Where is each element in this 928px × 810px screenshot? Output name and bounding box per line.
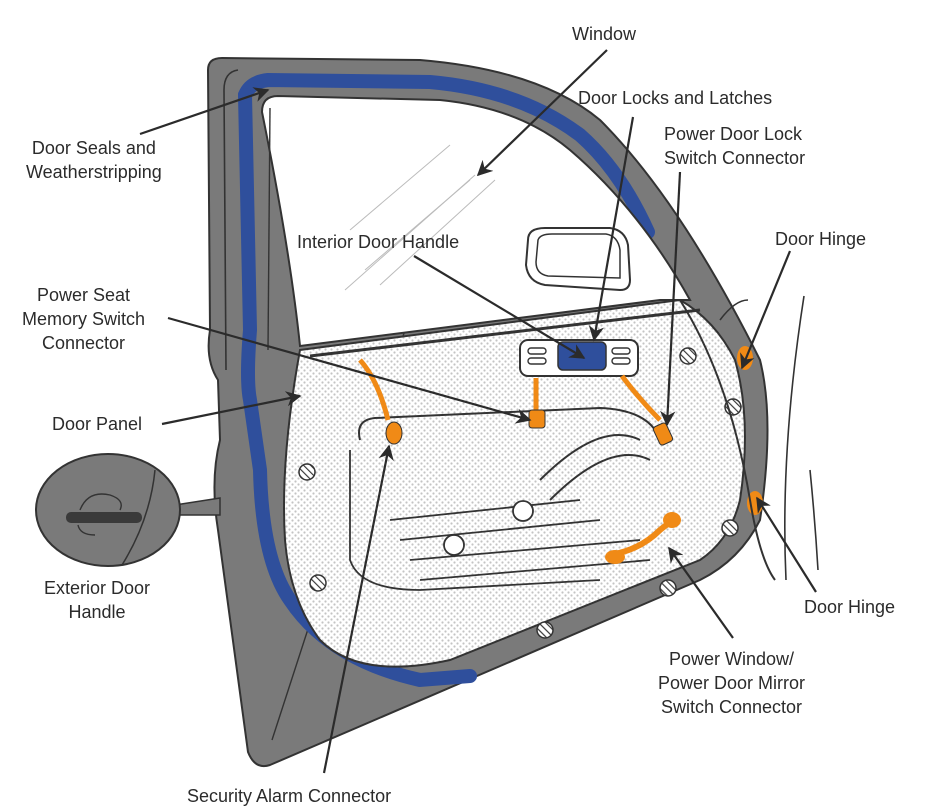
door-panel bbox=[283, 298, 746, 668]
label-door-hinge-bottom: Door Hinge bbox=[804, 597, 896, 617]
label-door-panel: Door Panel bbox=[52, 414, 143, 434]
label-interior-door-handle: Interior Door Handle bbox=[297, 232, 460, 252]
label-door-hinge-top: Door Hinge bbox=[775, 229, 867, 249]
side-mirror bbox=[524, 227, 632, 292]
exterior-handle-bubble bbox=[35, 453, 181, 567]
leader-power-window bbox=[668, 546, 734, 639]
weatherstrip bbox=[238, 72, 655, 239]
leader-window bbox=[476, 49, 608, 177]
power-door-lock-connector bbox=[652, 422, 674, 446]
label-door-locks-and-latches: Door Locks and Latches bbox=[578, 88, 773, 108]
leader-door-hinge-top bbox=[740, 250, 792, 370]
leader-door-locks bbox=[588, 116, 635, 342]
power-seat-connector bbox=[528, 409, 546, 429]
panel-screws bbox=[298, 347, 742, 639]
label-security-alarm-connector: Security Alarm Connector bbox=[187, 786, 392, 806]
label-window: Window bbox=[572, 24, 637, 44]
exterior-handle bbox=[66, 512, 142, 523]
label-power-door-lock-switch-connector: Power Door Lock Switch Connector bbox=[664, 124, 806, 168]
leader-power-door-lock bbox=[660, 171, 682, 427]
leader-door-seals bbox=[139, 87, 270, 136]
leader-security-alarm bbox=[322, 444, 394, 774]
leader-power-seat bbox=[167, 316, 532, 424]
label-door-seals: Door Seals and Weatherstripping bbox=[26, 138, 162, 182]
leader-lines bbox=[139, 49, 817, 774]
label-power-window-mirror-switch-connector: Power Window/ Power Door Mirror Switch C… bbox=[658, 649, 806, 717]
leader-door-panel bbox=[161, 391, 302, 426]
leader-interior-handle bbox=[413, 255, 586, 359]
label-exterior-door-handle: Exterior Door Handle bbox=[44, 578, 151, 622]
leader-door-hinge-bottom bbox=[756, 496, 817, 593]
label-power-seat-memory-switch-connector: Power Seat Memory Switch Connector bbox=[22, 285, 146, 353]
security-alarm-connector bbox=[385, 421, 403, 445]
